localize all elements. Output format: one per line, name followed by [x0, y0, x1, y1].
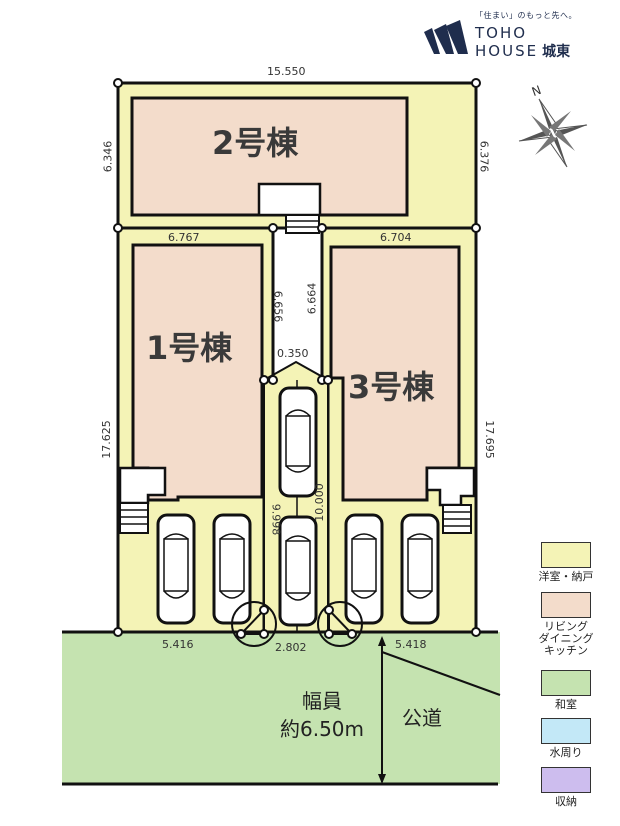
- dim-bottom-left: 5.416: [162, 638, 194, 651]
- legend-label: 洋室・納戸: [538, 570, 594, 583]
- road-width-value: 約6.50m: [279, 717, 364, 741]
- logo-line1: TOHO: [475, 24, 528, 42]
- car-icon: [278, 386, 318, 498]
- legend-swatch: [541, 670, 591, 696]
- dim-center-right: 10.000: [312, 483, 326, 522]
- legend-item-ldk: リビング ダイニング キッチン: [538, 592, 594, 657]
- legend-item-western-room: 洋室・納戸: [538, 542, 594, 583]
- building-2-label: 2号棟: [212, 124, 299, 162]
- legend-swatch: [541, 542, 591, 568]
- logo-mark-icon: [424, 20, 468, 54]
- dim-path-right: 6.664: [305, 282, 319, 315]
- dim-lot1-top: 6.767: [168, 231, 200, 244]
- public-road: [62, 632, 500, 784]
- boundary-marker-right: [317, 601, 363, 647]
- dim-lot3-right: 17.695: [482, 420, 496, 459]
- building-1-label: 1号棟: [146, 329, 233, 367]
- legend-item-wet-area: 水周り: [538, 718, 594, 759]
- building-3-label: 3号棟: [348, 368, 435, 406]
- legend-label: 収納: [555, 795, 577, 808]
- parking-spaces: [156, 386, 440, 627]
- building-2-entrance: [257, 182, 322, 217]
- car-icon: [156, 513, 196, 625]
- legend-swatch: [541, 592, 591, 618]
- logo-tagline: 「住まい」のもっと先へ。: [475, 11, 577, 20]
- boundary-pins: [113, 78, 481, 637]
- dim-bottom-center: 2.802: [275, 641, 307, 654]
- building-3: [329, 245, 461, 502]
- dim-path-width: 0.350: [277, 347, 309, 360]
- boundary-marker-left: [231, 601, 277, 647]
- dim-top: 15.550: [267, 65, 306, 78]
- road-width-arrow: [378, 636, 501, 784]
- car-icon: [278, 515, 318, 627]
- legend-item-storage: 収納: [538, 767, 594, 808]
- legend-label: 水周り: [549, 746, 583, 759]
- dim-bottom-right: 5.418: [395, 638, 427, 651]
- dim-center-left: 9.998: [269, 503, 283, 536]
- dim-left-lot2: 6.346: [101, 140, 115, 173]
- car-icon: [212, 513, 252, 625]
- car-icon: [400, 513, 440, 625]
- legend-item-japanese-room: 和室: [538, 670, 594, 711]
- dim-right-lot2: 6.376: [477, 140, 491, 173]
- dim-lot3-top: 6.704: [380, 231, 412, 244]
- logo-branch: 城東: [542, 44, 571, 60]
- building-1: [131, 243, 264, 502]
- legend-swatch: [541, 767, 591, 793]
- compass-rose-icon: [518, 98, 588, 168]
- dim-path-left: 6.656: [271, 290, 285, 323]
- road-name: 公道: [402, 706, 442, 730]
- legend-label: 和室: [555, 698, 577, 711]
- legend-swatch: [541, 718, 591, 744]
- car-icon: [344, 513, 384, 625]
- road-width-label: 幅員: [302, 689, 342, 713]
- dim-lot1-left: 17.625: [99, 420, 113, 459]
- legend-label: リビング ダイニング キッチン: [538, 620, 594, 657]
